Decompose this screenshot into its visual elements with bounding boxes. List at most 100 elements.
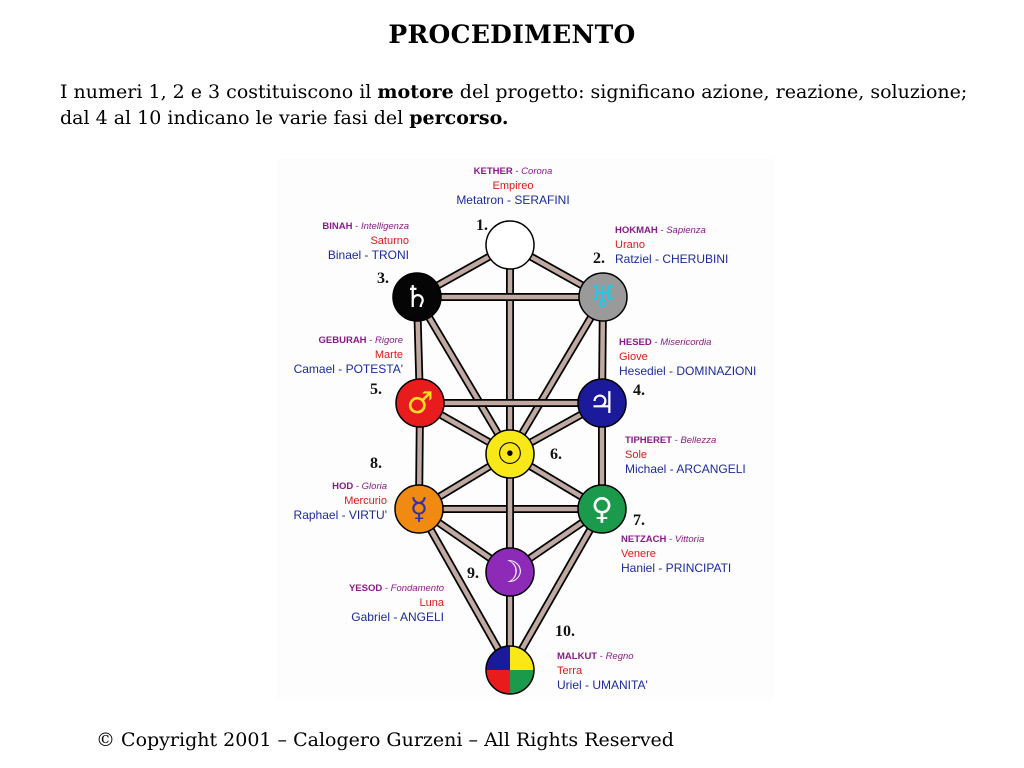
sefira-name: HOD [332,481,353,492]
sefira-meaning: Gloria [362,481,387,492]
sefira-hokmah: ♅ [578,272,628,322]
separator: - [658,225,666,236]
tree-path-fill [417,507,512,672]
sefira-planet: Venere [621,548,656,560]
sefira-hod: ☿ [394,484,444,534]
separator: - [353,481,361,492]
sefira-angel: Metatron - SERAFINI [456,193,569,207]
sefira-planet: Mercurio [344,495,387,507]
sefira-name: TIPHERET [625,435,672,446]
moon-symbol-icon: ☽ [497,555,524,590]
tree-of-life-svg: ♅♄♃♂☉♀☿☽1.KETHER - CoronaEmpireoMetatron… [294,166,757,695]
sefira-circle [577,378,627,428]
sefira-planet: Sole [625,449,647,461]
sefira-tipheret: ☉ [485,429,535,479]
sefira-planet: Empireo [493,180,534,192]
sefira-number: 4. [633,382,645,399]
sefira-number: 10. [555,623,575,640]
sefira-netzach: ♀ [577,484,627,534]
sefira-angel: Hesediel - DOMINAZIONI [619,364,756,378]
sefira-number: 5. [370,381,382,398]
sefira-angel: Uriel - UMANITA' [557,678,648,692]
intro-paragraph: I numeri 1, 2 e 3 costituiscono il motor… [60,79,980,131]
sefira-meaning: Vittoria [675,534,704,545]
sefira-name: YESOD [349,583,382,594]
sefira-name: HESED [619,337,652,348]
malkut-outline [485,645,535,695]
sefira-name-line: HOD - Gloria [332,481,387,492]
sefira-binah: ♄ [392,272,442,322]
sefira-meaning: Corona [521,166,552,177]
sefira-name: BINAH [322,221,352,232]
intro-line-2: dal 4 al 10 indicano le varie fasi del p… [60,105,980,131]
sefira-circle [395,378,445,428]
separator: - [666,534,674,545]
mercury-symbol-icon: ☿ [410,492,428,527]
malkut-quadrant [510,646,534,670]
sefira-meaning: Sapienza [666,225,706,236]
separator: - [382,583,390,594]
sefira-malkut [485,645,535,695]
sefira-angel: Michael - ARCANGELI [625,462,746,476]
sefira-name-line: HOKMAH - Sapienza [615,225,706,236]
sefira-name-line: TIPHERET - Bellezza [625,435,716,446]
sefira-number: 6. [550,446,562,463]
sefira-circle [485,220,535,270]
sefira-name: GEBURAH [319,335,367,346]
intro-text: I numeri 1, 2 e 3 costituiscono il [60,81,378,103]
sefira-angel: Raphael - VIRTU' [294,508,387,522]
jupiter-symbol-icon: ♃ [589,386,616,421]
sefira-circle [394,484,444,534]
sefira-circle [578,272,628,322]
sefira-planet: Urano [615,239,645,251]
intro-bold-motore: motore [377,81,454,103]
sefira-hesed: ♃ [577,378,627,428]
sefira-planet: Saturno [370,235,409,247]
intro-bold-percorso: percorso. [409,107,509,129]
sefira-yesod: ☽ [485,547,535,597]
copyright-footer: © Copyright 2001 – Calogero Gurzeni – Al… [96,729,674,751]
page-title: PROCEDIMENTO [388,20,636,49]
sefirot-nodes: ♅♄♃♂☉♀☿☽ [392,220,628,695]
separator: - [367,335,375,346]
sefira-name-line: KETHER - Corona [474,166,553,177]
malkut-quadrant [510,670,534,694]
sefira-name-line: BINAH - Intelligenza [322,221,409,232]
tree-path-fill [508,507,604,672]
sefira-circle [392,272,442,322]
sefira-meaning: Bellezza [680,435,716,446]
separator: - [597,651,605,662]
sefira-name-line: YESOD - Fondamento [349,583,444,594]
intro-text: dal 4 al 10 indicano le varie fasi del [60,107,410,129]
uranus-symbol-icon: ♅ [590,280,617,315]
sefira-meaning: Misericordia [660,337,711,348]
sefira-number: 1. [476,217,488,234]
sefira-name: MALKUT [557,651,597,662]
sefira-name-line: NETZACH - Vittoria [621,534,704,545]
sefira-meaning: Fondamento [391,583,444,594]
sefira-number: 7. [633,512,645,529]
earth-quadrant-icon [486,646,534,694]
sefira-meaning: Rigore [375,335,403,346]
venus-symbol-icon: ♀ [591,492,613,527]
separator: - [652,337,660,348]
sefira-name: NETZACH [621,534,667,545]
saturn-symbol-icon: ♄ [404,280,431,315]
sefira-number: 2. [593,250,605,267]
sefira-circle [485,547,535,597]
sefira-angel: Binael - TRONI [328,248,409,262]
sefira-planet: Luna [420,597,445,609]
sefira-meaning: Intelligenza [361,221,409,232]
tree-path-fill [508,295,605,456]
malkut-quadrant [486,670,510,694]
sefira-name: KETHER [474,166,513,177]
sefira-number: 8. [370,455,382,472]
sefira-circle [485,429,535,479]
sefira-angel: Camael - POTESTA' [294,362,403,376]
sefira-name-line: MALKUT - Regno [557,651,634,662]
tree-path-fill [415,295,512,456]
separator: - [352,221,360,232]
sefira-planet: Giove [619,351,648,363]
